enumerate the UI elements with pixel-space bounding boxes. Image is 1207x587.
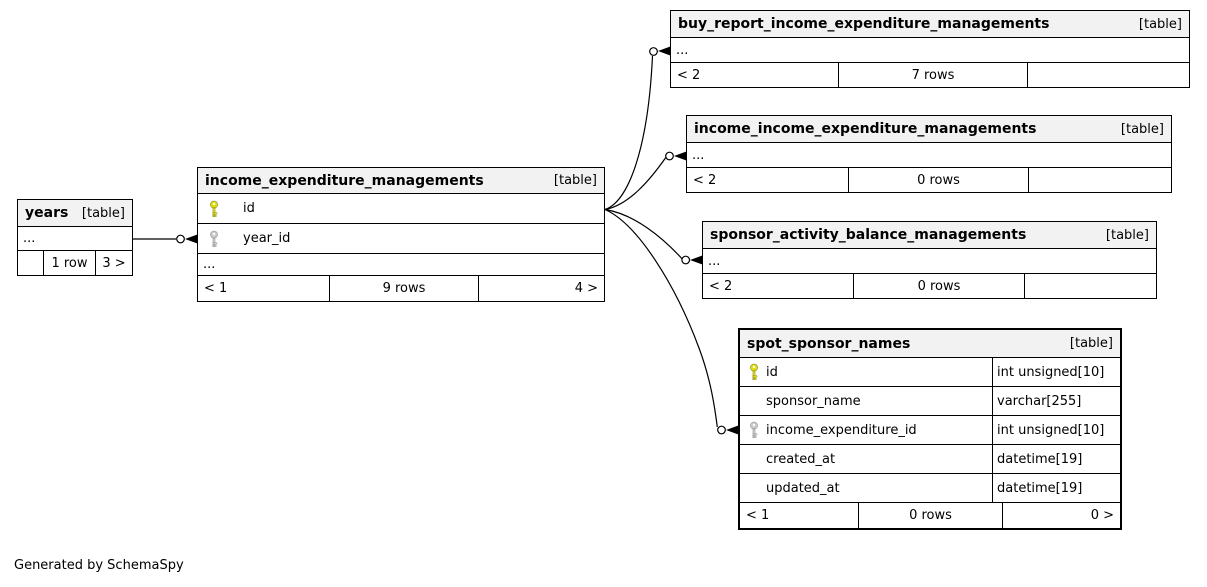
table-income-expenditure-managements[interactable]: income_expenditure_managements [table] i…: [197, 167, 605, 302]
footer-row-count: 0 rows: [853, 274, 1024, 298]
table-header[interactable]: income_income_expenditure_managements [t…: [687, 116, 1171, 143]
table-header[interactable]: spot_sponsor_names [table]: [740, 330, 1120, 358]
footer-children: 4 >: [478, 276, 604, 301]
table-buy-report-income-expenditure-managements[interactable]: buy_report_income_expenditure_management…: [670, 10, 1190, 88]
relationship-years-to-income-expenditure-managements: [133, 234, 197, 244]
footer-parents: < 2: [693, 172, 717, 188]
table-header[interactable]: income_expenditure_managements [table]: [198, 168, 604, 194]
table-tag: [table]: [1138, 16, 1182, 32]
column-type: int unsigned[10]: [992, 416, 1120, 444]
relationship-iem-to-sponsor-activity-balance: [604, 208, 702, 265]
table-name[interactable]: spot_sponsor_names: [747, 335, 911, 352]
primary-key-icon: [209, 200, 219, 218]
column-name: income_expenditure_id: [766, 422, 917, 438]
table-income-income-expenditure-managements[interactable]: income_income_expenditure_managements [t…: [686, 115, 1172, 193]
relationship-iem-to-income-income: [604, 151, 686, 211]
table-tag: [table]: [81, 205, 125, 221]
table-tag: [table]: [1069, 336, 1113, 351]
elided-columns-row: ...: [671, 38, 1189, 63]
elided-columns-row: ...: [18, 227, 132, 251]
column-row-created-at[interactable]: created_at datetime[19]: [740, 445, 1120, 474]
table-name[interactable]: years: [25, 205, 69, 221]
column-row-sponsor-name[interactable]: sponsor_name varchar[255]: [740, 387, 1120, 416]
footer-row-count: 0 rows: [858, 503, 1002, 528]
column-type: datetime[19]: [992, 474, 1120, 502]
table-footer: < 2 0 rows: [687, 168, 1171, 192]
footer-children: [1028, 168, 1171, 192]
column-row-year-id[interactable]: year_id: [198, 224, 604, 254]
column-name: id: [243, 201, 255, 216]
footer-parents: < 1: [204, 281, 228, 296]
table-header[interactable]: sponsor_activity_balance_managements [ta…: [703, 222, 1156, 249]
footer-row-count: 1 row: [43, 251, 95, 275]
generator-note: Generated by SchemaSpy: [14, 558, 184, 573]
footer-parents: < 2: [709, 278, 733, 294]
table-footer: < 2 0 rows: [703, 274, 1156, 298]
column-name: id: [766, 364, 778, 380]
column-row-id[interactable]: id int unsigned[10]: [740, 358, 1120, 387]
footer-parents: < 2: [677, 67, 701, 83]
column-row-updated-at[interactable]: updated_at datetime[19]: [740, 474, 1120, 503]
table-tag: [table]: [553, 173, 597, 188]
footer-children: 0 >: [1002, 503, 1120, 528]
table-tag: [table]: [1120, 121, 1164, 137]
table-years[interactable]: years [table] ... 1 row 3 >: [17, 199, 133, 276]
footer-row-count: 0 rows: [848, 168, 1028, 192]
foreign-key-icon: [749, 421, 759, 439]
elided-columns-row: ...: [703, 249, 1156, 274]
column-name: year_id: [243, 231, 291, 246]
relationship-iem-to-spot-sponsor-names: [604, 208, 738, 435]
table-tag: [table]: [1105, 227, 1149, 243]
footer-children: [1027, 63, 1189, 87]
foreign-key-icon: [209, 230, 219, 248]
table-footer: 1 row 3 >: [18, 251, 132, 275]
table-spot-sponsor-names[interactable]: spot_sponsor_names [table] id int unsign…: [738, 328, 1122, 530]
table-years-header[interactable]: years [table]: [18, 200, 132, 227]
elided-columns-row: ...: [198, 254, 604, 276]
footer-row-count: 9 rows: [329, 276, 478, 301]
table-footer: < 2 7 rows: [671, 63, 1189, 87]
elided-columns-row: ...: [687, 143, 1171, 168]
table-footer: < 1 0 rows 0 >: [740, 503, 1120, 528]
table-header[interactable]: buy_report_income_expenditure_management…: [671, 11, 1189, 38]
footer-parents: < 1: [746, 508, 770, 523]
table-name[interactable]: income_expenditure_managements: [205, 172, 484, 189]
primary-key-icon: [749, 363, 759, 381]
footer-row-count: 7 rows: [838, 63, 1027, 87]
column-name: updated_at: [766, 480, 840, 496]
column-row-id[interactable]: id: [198, 194, 604, 224]
table-sponsor-activity-balance-managements[interactable]: sponsor_activity_balance_managements [ta…: [702, 221, 1157, 299]
table-name[interactable]: buy_report_income_expenditure_management…: [678, 16, 1050, 32]
relationship-iem-to-buy-report: [604, 46, 670, 211]
footer-children: 3 >: [95, 251, 132, 275]
footer-parents: [18, 251, 43, 275]
footer-children: [1024, 274, 1156, 298]
table-name[interactable]: income_income_expenditure_managements: [694, 121, 1037, 137]
column-type: varchar[255]: [992, 387, 1120, 415]
column-name: created_at: [766, 451, 836, 467]
table-name[interactable]: sponsor_activity_balance_managements: [710, 227, 1027, 243]
column-type: datetime[19]: [992, 445, 1120, 473]
column-type: int unsigned[10]: [992, 358, 1120, 386]
column-name: sponsor_name: [766, 393, 861, 409]
column-row-income-expenditure-id[interactable]: income_expenditure_id int unsigned[10]: [740, 416, 1120, 445]
table-footer: < 1 9 rows 4 >: [198, 276, 604, 301]
